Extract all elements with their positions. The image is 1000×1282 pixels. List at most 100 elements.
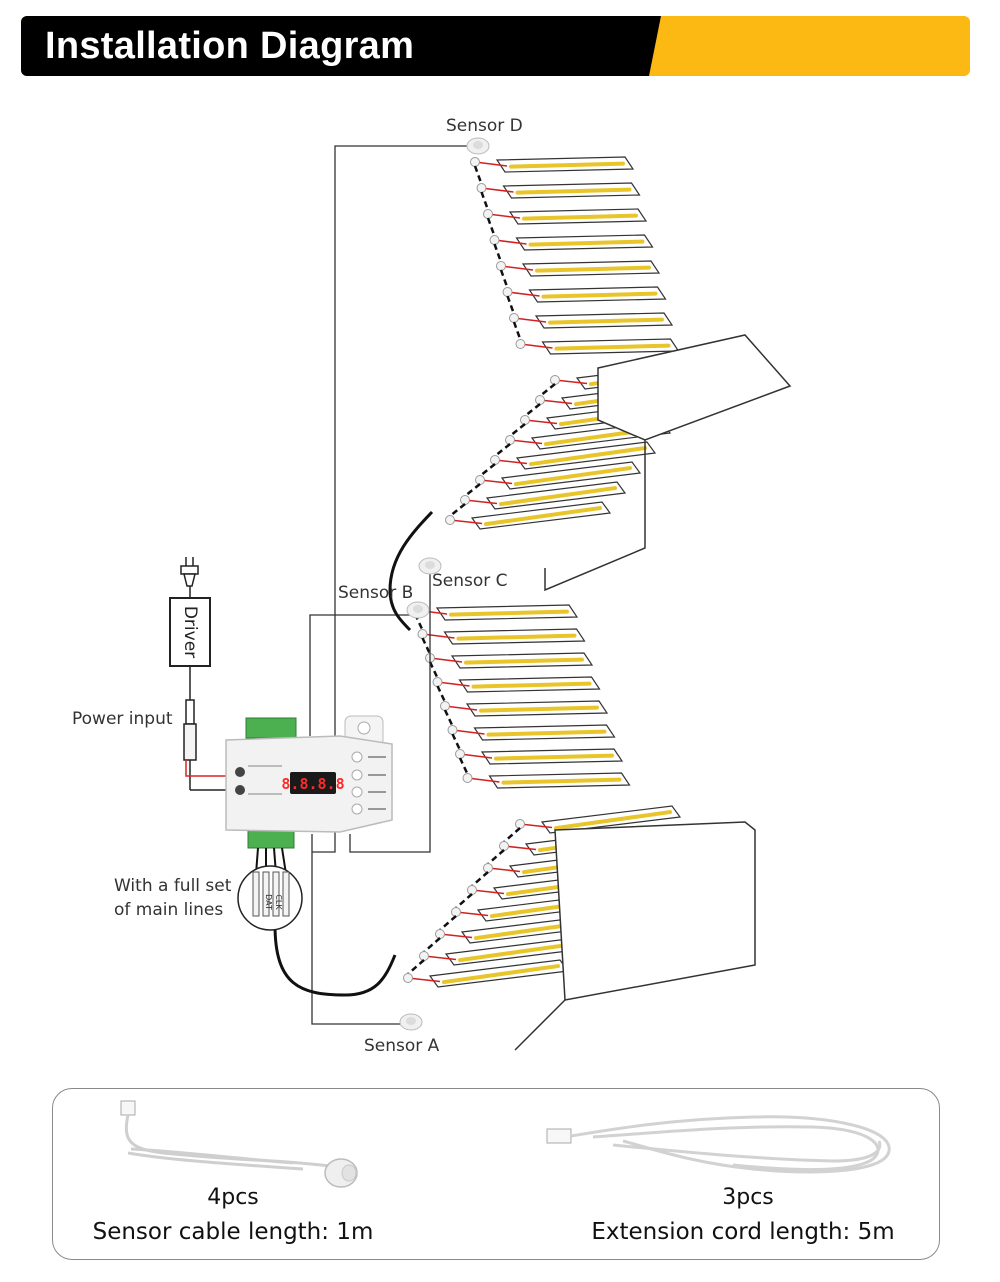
main-line-segment [449,503,466,517]
sensor-b-wire [309,614,410,736]
connector-node [505,435,515,445]
controller: 8.8.8.8 [225,715,393,849]
sensor-c-label: Sensor C [432,571,508,591]
red-wire [494,239,527,245]
extension-cord-qty: 3pcs [722,1185,774,1210]
main-lines-label-1: With a full set [114,876,232,896]
main-line-segment [512,321,522,341]
landing-lower [554,821,756,1001]
led-strip [529,446,647,467]
main-line-segment [493,243,503,263]
red-wire [513,317,547,323]
main-line-segment [423,937,441,953]
red-wire [479,479,513,485]
red-wire [471,889,505,895]
led-strip [522,213,638,221]
red-wire [539,399,573,405]
connector-node [535,395,545,405]
connector-node [445,515,455,525]
red-wire [459,753,493,759]
main-line-segment [439,915,457,931]
led-strip [541,291,658,299]
connector-node [447,725,458,735]
main-line-segment [524,403,541,417]
accessories-illustration [120,1100,891,1188]
controller-display: 8.8.8.8 [281,775,344,793]
landing-upper [597,334,792,441]
red-wire [554,379,588,385]
main-line-segment [471,871,489,887]
led-strip [442,964,560,985]
led-strip [554,343,671,351]
main-line-segment [539,383,556,397]
main-line-segment [458,757,469,775]
main-line-segment [494,443,511,457]
red-wire [407,977,441,983]
extension-cord-desc: Extension cord length: 5m [591,1219,895,1245]
header-dark [21,16,661,76]
page-title: Installation Diagram [45,25,415,67]
sensor-cable-desc: Sensor cable length: 1m [92,1219,374,1245]
main-line-segment [506,295,516,315]
sensor-a-icon [399,1013,423,1031]
main-line-segment [451,733,462,751]
red-wire [520,343,553,349]
led-strip [501,777,622,785]
red-wire [452,729,485,735]
sensor-a-wire [311,834,408,1025]
connector-node [435,929,445,939]
connector-node [490,455,500,465]
sensor-cable-qty: 4pcs [207,1185,259,1210]
accessories-panel: 4pcs Sensor cable length: 1m 3pcs Extens… [52,1088,940,1260]
power-plug-icon [180,557,199,598]
sensor-b-label: Sensor B [338,583,413,603]
led-strip [486,729,607,737]
sensor-d-wire [312,145,468,853]
led-strip [548,317,664,325]
led-strip [464,657,584,665]
main-line-segment [473,165,483,185]
power-cable [183,666,226,791]
sensor-a-label: Sensor A [364,1036,440,1056]
connector-node [460,495,470,505]
connector-node [451,907,461,917]
main-line-segment [407,959,425,975]
connector-node [417,629,428,639]
driver-box: Driver [169,597,211,667]
led-strip [509,161,625,169]
connector-node [550,375,560,385]
sensor-wires [309,145,468,1025]
connector-node [440,701,450,711]
red-wire [494,459,528,465]
led-strip [456,633,577,641]
led-strip [458,942,576,963]
led-strip [535,265,651,273]
wire-clk-label: CLK [274,894,283,910]
main-line-segment [499,269,509,289]
sensor-d-label: Sensor D [446,116,523,136]
led-strip [554,810,672,831]
red-wire [487,867,521,873]
red-wire [507,291,540,297]
main-line-segment [464,483,481,497]
sensor-b-icon [406,601,430,619]
connector-node [467,885,477,895]
main-line-segment [509,423,526,437]
header-bar: Installation Diagram [21,16,970,76]
connector-node [483,209,493,219]
main-data-cable [273,924,397,997]
connector-node [483,863,493,873]
main-line-segment [479,463,496,477]
sensor-c-wire [349,568,431,853]
connector-node [475,475,485,485]
wire-dat-label: DAT [264,894,273,910]
sensor-d-icon [466,137,490,155]
connector-node [515,339,526,349]
header-background [21,16,970,76]
upper-black-cable [388,510,434,632]
red-wire [481,187,514,193]
main-line-segment [443,709,454,727]
red-wire [455,911,489,917]
red-wire [444,705,478,711]
red-wire [422,633,455,639]
